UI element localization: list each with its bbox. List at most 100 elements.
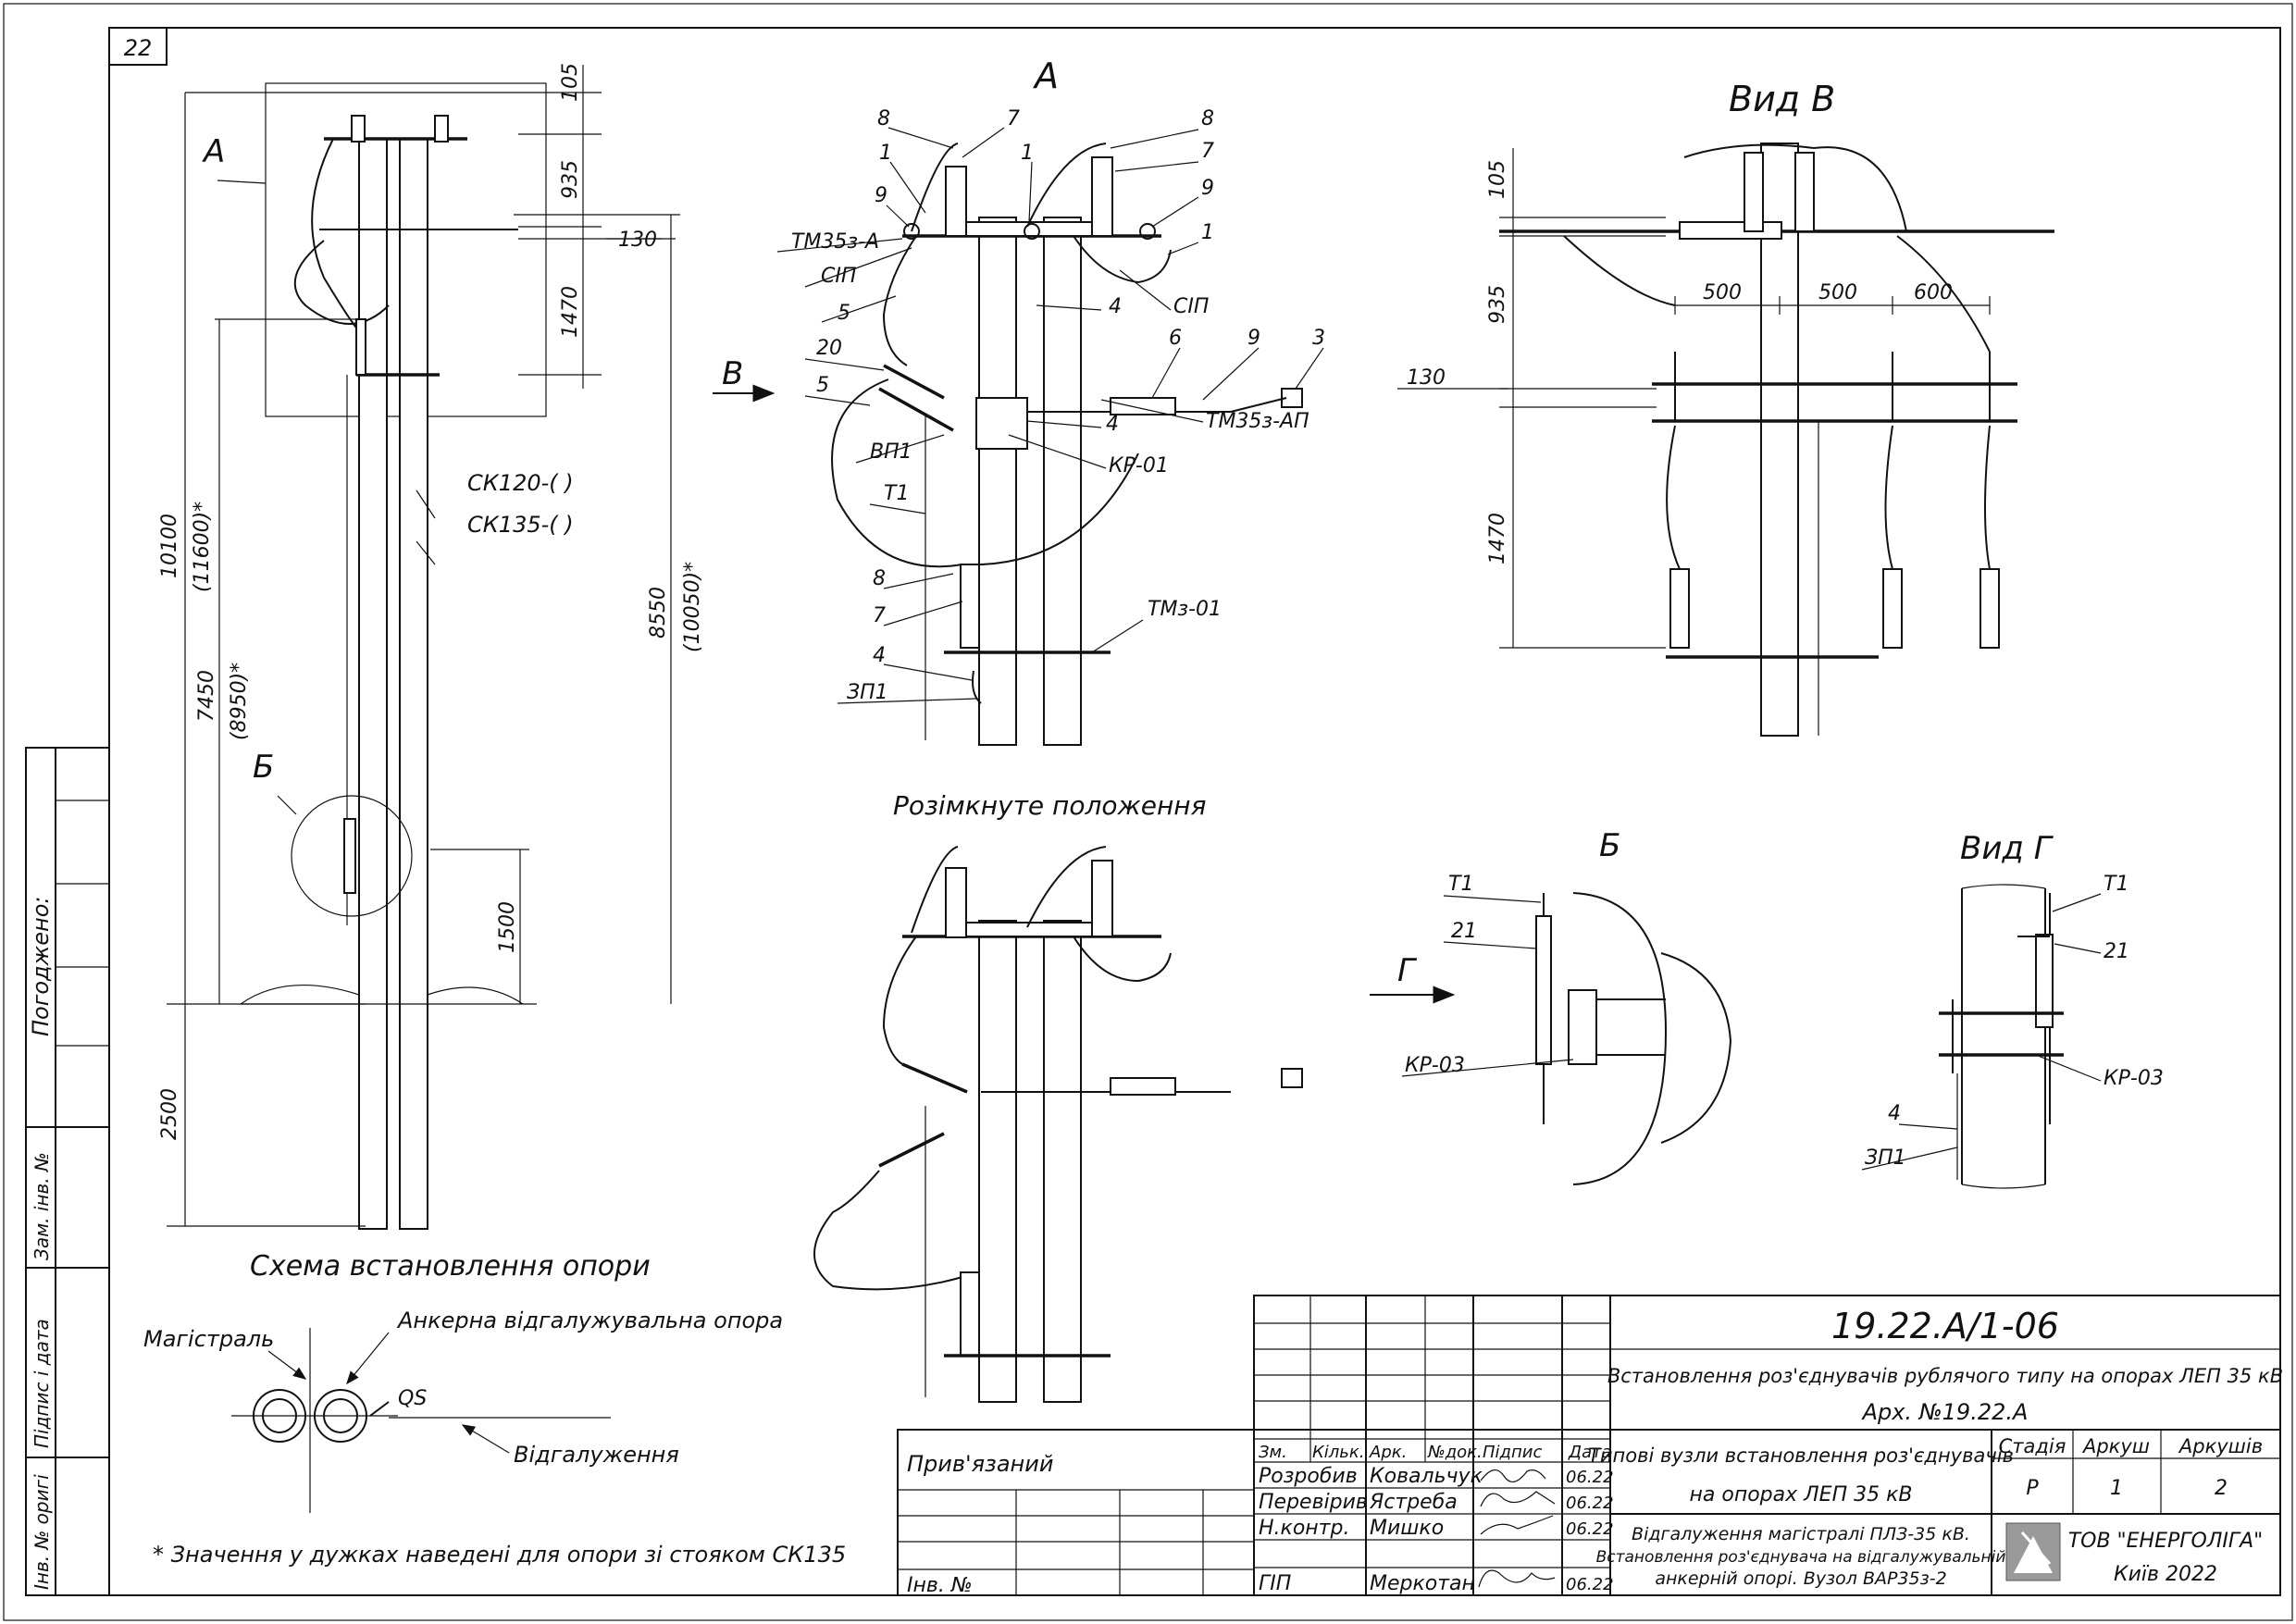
tb-role-1: Перевірив — [1259, 1491, 1368, 1514]
callout-9b: 9 — [1247, 327, 1260, 350]
tb-bound: Прив'язаний — [907, 1451, 1053, 1477]
tb-desc-1: Відгалуження магістралі ПЛЗ-35 кВ. — [1632, 1524, 1970, 1544]
tb-sheets: 2 — [2215, 1477, 2228, 1500]
callout-1-right: 1 — [1201, 221, 1214, 244]
view-g-kr03: КР-03 — [2104, 1067, 2164, 1090]
view-v: Вид В 105 935 130 1470 50 — [1397, 79, 2054, 737]
scheme-main-line: Магістраль — [143, 1326, 274, 1352]
detail-b-marker — [291, 795, 413, 917]
callout-8-right: 8 — [1201, 107, 1214, 130]
tb-city: Київ 2022 — [2114, 1563, 2217, 1586]
dim-935: 935 — [559, 160, 582, 199]
tb-date-2: 06.22 — [1566, 1519, 1614, 1539]
dim-8950: (8950)* — [228, 663, 251, 740]
detail-a-pole-1 — [978, 217, 1017, 746]
detail-b-title: Б — [1599, 827, 1620, 864]
view-g-title: Вид Г — [1960, 830, 2054, 867]
vv-dim-130: 130 — [1407, 366, 1446, 390]
detail-a-title: А — [1032, 56, 1059, 96]
view-v-title: Вид В — [1729, 79, 1835, 119]
callout-7-right: 7 — [1201, 140, 1214, 163]
view-g-21: 21 — [2104, 940, 2129, 963]
detail-a-pole-2 — [1043, 217, 1082, 746]
dim-8550: 8550 — [647, 587, 670, 638]
tb-company: ТОВ "ЕНЕРГОЛІГА" — [2068, 1530, 2264, 1553]
tb-stage-label: Стадія — [1999, 1435, 2066, 1457]
callout-4-right: 4 — [1109, 295, 1122, 318]
main-dimensions: 105 935 130 1470 10100 (11600)* 7450 (89… — [158, 63, 704, 1283]
view-g-ep1: ЗП1 — [1865, 1147, 1906, 1170]
callout-4b: 4 — [1106, 413, 1119, 436]
callout-3: 3 — [1312, 327, 1325, 350]
note-brackets: * Значення у дужках наведені для опори з… — [153, 1542, 846, 1568]
detail-b-t1: Т1 — [1448, 873, 1473, 896]
tb-desc-2: Встановлення роз'єднувача на відгалужува… — [1596, 1548, 2006, 1567]
view-g-t1: Т1 — [2104, 873, 2128, 896]
dim-130: 130 — [618, 229, 657, 252]
detail-a-callouts: 8 7 1 1 9 ТМ35з-А СІП 5 8 7 9 1 4 — [776, 107, 1325, 704]
callout-9-left: 9 — [875, 184, 887, 207]
connection-scheme: Магістраль Анкерна відгалужувальна опора… — [143, 1308, 846, 1568]
tb-date-1: 06.22 — [1566, 1494, 1614, 1513]
callout-6: 6 — [1169, 327, 1182, 350]
view-g-4: 4 — [1888, 1102, 1901, 1125]
tb-role-2: Н.контр. — [1259, 1517, 1349, 1540]
callout-tm35a: ТМ35з-А — [791, 230, 879, 254]
vv-dim-600: 600 — [1914, 281, 1953, 304]
company-logo — [2005, 1522, 2061, 1581]
tb-head-2: Арк. — [1369, 1443, 1407, 1462]
tb-desc-3: анкерній опорі. Вузол ВАР35з-2 — [1655, 1568, 1946, 1589]
title-block: Прив'язаний Інв. № Зм. Кільк. Арк. №док.… — [897, 1295, 2283, 1597]
callout-sip-right: СІП — [1173, 295, 1209, 318]
tb-head-4: Підпис — [1483, 1443, 1542, 1462]
main-pole-shaft-1 — [358, 138, 388, 1230]
vv-dim-500a: 500 — [1703, 281, 1742, 304]
tb-head-3: №док. — [1427, 1443, 1483, 1462]
vv-dim-500b: 500 — [1818, 281, 1857, 304]
tb-sheets-label: Аркушів — [2178, 1435, 2263, 1457]
callout-5a: 5 — [838, 302, 850, 325]
callout-8-left: 8 — [877, 107, 890, 130]
stamp-replace-inv: Зам. інв. № — [31, 1152, 53, 1260]
callout-tm35ap: ТМ35з-АП — [1206, 410, 1309, 433]
tb-name-2: Мишко — [1370, 1517, 1444, 1540]
stamp-inv-orig: Інв. № оригі — [31, 1474, 53, 1590]
main-caption: Схема встановлення опори — [250, 1250, 651, 1283]
open-position-view: Розімкнуте положення — [813, 790, 1303, 1403]
detail-a-arrow-label: В — [722, 355, 743, 392]
dim-10050: (10050)* — [681, 562, 704, 652]
dim-1500: 1500 — [496, 901, 519, 953]
dim-1470: 1470 — [559, 286, 582, 338]
tb-sheet-label: Аркуш — [2081, 1435, 2150, 1457]
scheme-anchor-pole: Анкерна відгалужувальна опора — [396, 1308, 783, 1333]
callout-kr01: КР-01 — [1109, 454, 1169, 477]
tb-stage: Р — [2026, 1477, 2039, 1500]
detail-b-arrow-label: Г — [1397, 952, 1418, 989]
dim-7450: 7450 — [195, 670, 218, 722]
tb-role-3: ГІП — [1259, 1572, 1291, 1595]
tb-role-0: Розробив — [1259, 1465, 1358, 1488]
dim-11600: (11600)* — [191, 502, 214, 592]
pole-label-ck120: СК120-( ) — [467, 470, 574, 496]
stamp-agreed: Погоджено: — [28, 897, 54, 1036]
callout-9-right: 9 — [1201, 177, 1214, 200]
view-v-pole — [1760, 143, 1799, 737]
detail-b-kr03: КР-03 — [1405, 1054, 1465, 1077]
main-label-b: Б — [253, 749, 274, 786]
dim-2500: 2500 — [158, 1088, 181, 1140]
tb-head-0: Зм. — [1259, 1443, 1287, 1462]
callout-7-left: 7 — [1007, 107, 1020, 130]
vv-dim-935: 935 — [1486, 285, 1509, 324]
callout-1-mid: 1 — [1021, 142, 1034, 165]
main-pole-view: А Б СК120-( ) СК135-( ) — [202, 82, 574, 1230]
tb-signatures — [1478, 1469, 1556, 1588]
dim-10100: 10100 — [158, 514, 181, 578]
tb-name-3: Меркотан — [1370, 1572, 1475, 1595]
tb-sheet: 1 — [2110, 1477, 2123, 1500]
callout-ep1: ЗП1 — [847, 681, 888, 704]
detail-b-21: 21 — [1451, 920, 1477, 943]
callout-8-bottom: 8 — [873, 567, 886, 590]
open-position-title: Розімкнуте положення — [893, 790, 1206, 821]
side-stamp: Погоджено: Зам. інв. № Підпис і дата Інв… — [25, 747, 110, 1596]
